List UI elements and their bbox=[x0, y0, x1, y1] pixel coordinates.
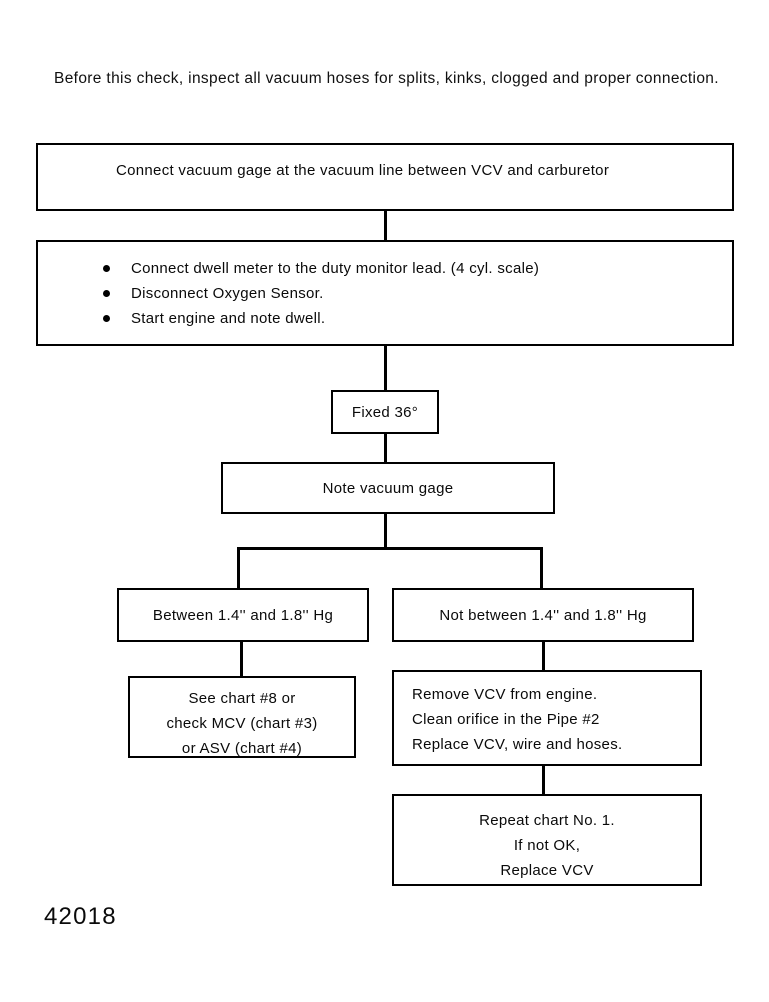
node-see-chart-line-1: See chart #8 or bbox=[188, 690, 296, 707]
list-item-label: Connect dwell meter to the duty monitor … bbox=[131, 260, 540, 277]
list-item-label: Start engine and note dwell. bbox=[131, 310, 326, 327]
node-remove-vcv: Remove VCV from engine. Clean orifice in… bbox=[392, 670, 703, 767]
node-dwell-steps-list: Connect dwell meter to the duty monitor … bbox=[98, 256, 732, 331]
node-connect-vacuum-gage-label: Connect vacuum gage at the vacuum line b… bbox=[116, 162, 610, 179]
connector-note-stem bbox=[384, 514, 387, 548]
node-note-vacuum-gage: Note vacuum gage bbox=[221, 462, 556, 515]
node-repeat-chart-line-3: Replace VCV bbox=[500, 862, 594, 879]
connector-fixed-to-note bbox=[384, 434, 387, 462]
node-connect-vacuum-gage: Connect vacuum gage at the vacuum line b… bbox=[36, 143, 735, 212]
node-note-vacuum-gage-label: Note vacuum gage bbox=[322, 479, 454, 497]
node-repeat-chart-line-1: Repeat chart No. 1. bbox=[479, 812, 615, 829]
node-remove-vcv-line-1: Remove VCV from engine. bbox=[412, 686, 598, 703]
list-item: Disconnect Oxygen Sensor. bbox=[98, 281, 732, 306]
connector-connect-to-steps bbox=[384, 211, 387, 240]
bullet-dot-icon bbox=[103, 315, 110, 322]
node-see-chart: See chart #8 or check MCV (chart #3) or … bbox=[128, 676, 357, 759]
connector-split-bar bbox=[237, 547, 543, 550]
list-item-label: Disconnect Oxygen Sensor. bbox=[131, 285, 324, 302]
node-between-range: Between 1.4'' and 1.8'' Hg bbox=[117, 588, 370, 643]
list-item: Connect dwell meter to the duty monitor … bbox=[98, 256, 732, 281]
bullet-dot-icon bbox=[103, 290, 110, 297]
node-repeat-chart-line-2: If not OK, bbox=[513, 837, 581, 854]
connector-split-right bbox=[540, 547, 543, 588]
list-item: Start engine and note dwell. bbox=[98, 306, 732, 331]
connector-remove-to-repeat bbox=[542, 766, 545, 794]
figure-number: 42018 bbox=[44, 903, 117, 930]
connector-split-left bbox=[237, 547, 240, 588]
node-dwell-steps: Connect dwell meter to the duty monitor … bbox=[36, 240, 735, 347]
bullet-dot-icon bbox=[103, 265, 110, 272]
node-remove-vcv-line-3: Replace VCV, wire and hoses. bbox=[412, 736, 623, 753]
node-repeat-chart: Repeat chart No. 1. If not OK, Replace V… bbox=[392, 794, 703, 887]
node-fixed-36: Fixed 36° bbox=[331, 390, 440, 435]
node-fixed-36-label: Fixed 36° bbox=[351, 403, 419, 421]
node-remove-vcv-line-2: Clean orifice in the Pipe #2 bbox=[412, 711, 600, 728]
node-between-range-label: Between 1.4'' and 1.8'' Hg bbox=[152, 606, 334, 624]
connector-notbetween-to-remove bbox=[542, 642, 545, 670]
node-not-between-range: Not between 1.4'' and 1.8'' Hg bbox=[392, 588, 695, 643]
node-see-chart-line-2: check MCV (chart #3) bbox=[166, 715, 318, 732]
node-not-between-range-label: Not between 1.4'' and 1.8'' Hg bbox=[439, 606, 647, 624]
connector-steps-to-fixed bbox=[384, 346, 387, 390]
connector-between-to-seechart bbox=[240, 642, 243, 676]
node-see-chart-line-3: or ASV (chart #4) bbox=[181, 740, 303, 757]
intro-note: Before this check, inspect all vacuum ho… bbox=[54, 70, 719, 87]
